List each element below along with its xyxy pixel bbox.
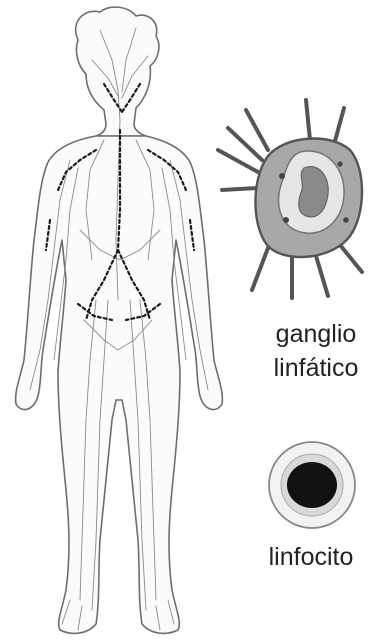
lymphocyte-label: linfocito <box>252 540 370 574</box>
lymphocyte-illustration <box>269 442 355 528</box>
lymph-node-label: ganglio linfático <box>262 317 370 385</box>
lymphocyte-nucleus <box>287 462 337 508</box>
lymph-node-core <box>299 167 328 217</box>
lymph-node-illustration <box>218 100 362 298</box>
lymph-node-label-line2: linfático <box>262 351 370 385</box>
head-outline <box>76 7 159 136</box>
lymph-node-label-line1: ganglio <box>262 317 370 351</box>
